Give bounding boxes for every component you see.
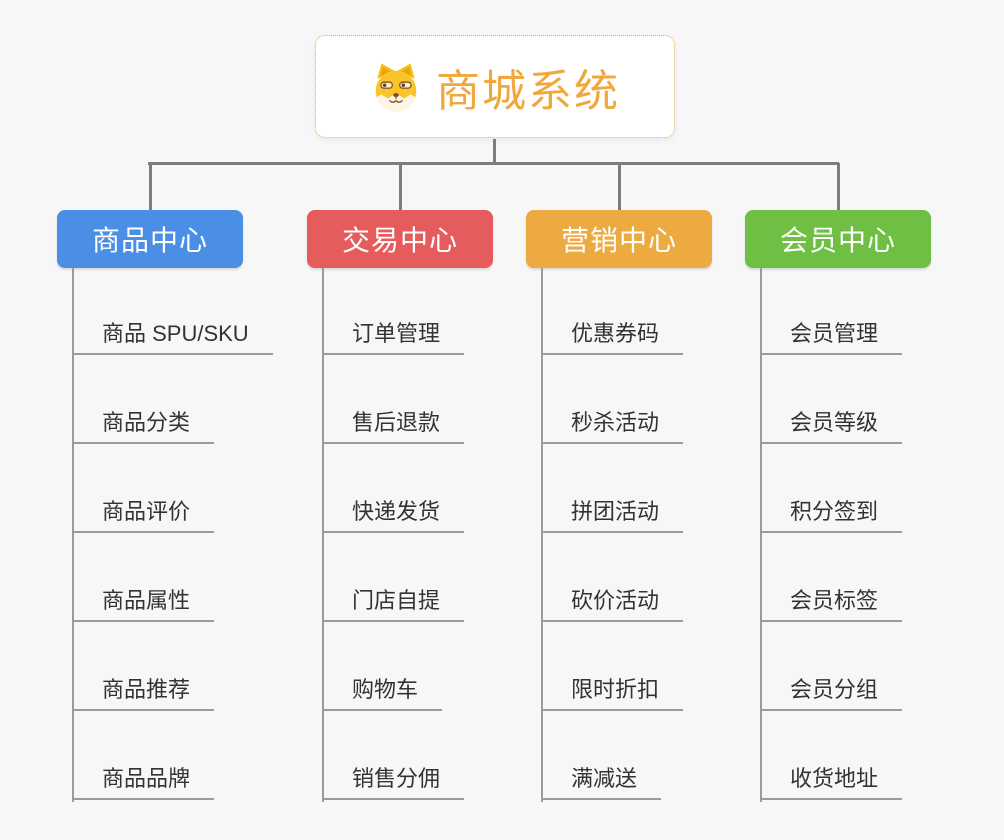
root-topic-title: 商城系统 [436, 66, 620, 116]
branch-connector-line [760, 268, 762, 802]
dog-face-icon [375, 62, 417, 111]
connector-branch-drop [148, 163, 152, 210]
branch-column: 会员中心 会员管理会员等级积分签到会员标签会员分组收货地址 [745, 210, 985, 810]
leaf-topic[interactable]: 购物车 [322, 671, 443, 711]
leaf-topic[interactable]: 售后退款 [322, 404, 465, 444]
connector-horizontal-bus [148, 162, 839, 165]
connector-branch-drop [617, 163, 621, 210]
leaf-topic[interactable]: 会员等级 [760, 404, 903, 444]
branch-node-1[interactable]: 商品中心 [57, 210, 243, 268]
leaf-topic[interactable]: 积分签到 [760, 493, 903, 533]
leaf-topic[interactable]: 商品推荐 [72, 671, 215, 711]
branch-column: 交易中心 订单管理售后退款快递发货门店自提购物车销售分佣 [307, 210, 547, 810]
leaf-topic[interactable]: 会员分组 [760, 671, 903, 711]
branch-node-3[interactable]: 营销中心 [526, 210, 712, 268]
leaf-topic[interactable]: 拼团活动 [541, 493, 684, 533]
leaf-topic[interactable]: 商品分类 [72, 404, 215, 444]
leaf-topic[interactable]: 砍价活动 [541, 582, 684, 622]
branch-connector-line [541, 268, 543, 802]
leaf-topic[interactable]: 门店自提 [322, 582, 465, 622]
leaf-topic[interactable]: 优惠券码 [541, 315, 684, 355]
branch-node-2[interactable]: 交易中心 [307, 210, 493, 268]
branch-column: 商品中心 商品 SPU/SKU 商品分类商品评价商品属性商品推荐商品品牌 [57, 210, 297, 810]
leaf-topic[interactable]: 满减送 [541, 760, 662, 800]
leaf-topic[interactable]: 销售分佣 [322, 760, 465, 800]
branch-node-4[interactable]: 会员中心 [745, 210, 931, 268]
leaf-topic[interactable]: 商品评价 [72, 493, 215, 533]
leaf-topic[interactable]: 会员标签 [760, 582, 903, 622]
connector-branch-drop [836, 163, 840, 210]
branch-connector-line [322, 268, 324, 802]
connector-branch-drop [398, 163, 402, 210]
leaf-topic[interactable]: 限时折扣 [541, 671, 684, 711]
leaf-topic[interactable]: 商品品牌 [72, 760, 215, 800]
leaf-topic[interactable]: 商品 SPU/SKU [72, 315, 273, 355]
leaf-topic[interactable]: 订单管理 [322, 315, 465, 355]
connector-root-vertical [493, 139, 496, 164]
leaf-topic[interactable]: 快递发货 [322, 493, 465, 533]
leaf-topic[interactable]: 商品属性 [72, 582, 215, 622]
root-topic-node[interactable]: 商城系统 [315, 35, 675, 138]
leaf-topic[interactable]: 秒杀活动 [541, 404, 684, 444]
leaf-topic[interactable]: 收货地址 [760, 760, 903, 800]
leaf-topic[interactable]: 会员管理 [760, 315, 903, 355]
branch-column: 营销中心 优惠券码秒杀活动拼团活动砍价活动限时折扣满减送 [526, 210, 766, 810]
branch-connector-line [72, 268, 74, 802]
